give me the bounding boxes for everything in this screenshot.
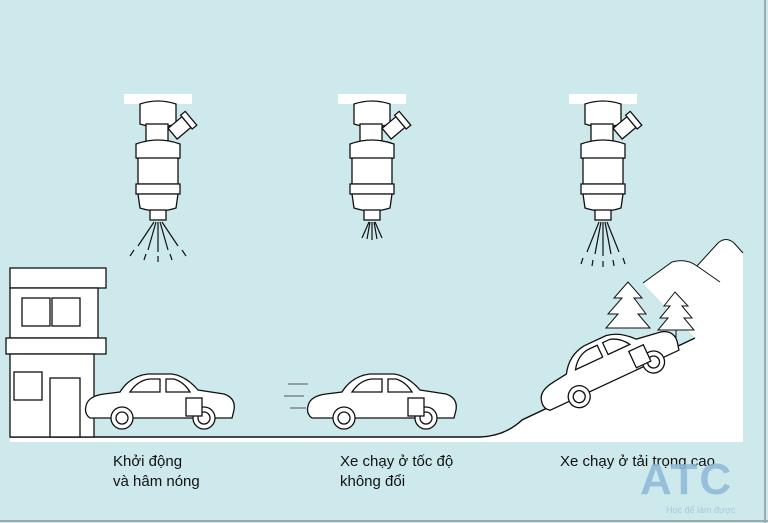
spray-narrow	[361, 221, 383, 240]
caption-line: và hâm nóng	[113, 473, 200, 490]
injector-steady	[337, 93, 412, 240]
logo-mark: ATC	[640, 455, 734, 504]
caption-high-load: Xe chạy ở tải trọng cao	[560, 453, 715, 470]
logo-slogan: Học để làm được	[666, 505, 736, 515]
car-steady	[284, 373, 457, 430]
car-warm-up	[84, 373, 235, 430]
building	[5, 267, 107, 438]
caption-line: Khởi động	[113, 453, 183, 470]
caption-line: Xe chạy ở tốc độ	[340, 453, 454, 470]
caption-warm-up: Khởi động và hâm nóng	[113, 452, 200, 492]
speed-lines	[284, 383, 308, 409]
caption-steady: Xe chạy ở tốc độ không đổi	[340, 452, 453, 492]
ground	[10, 239, 743, 442]
injector-warm-up	[123, 93, 198, 262]
caption-line: không đổi	[340, 473, 406, 490]
injector-high-load	[568, 93, 643, 267]
spray-long	[580, 221, 626, 267]
mountain-outline	[642, 239, 744, 284]
spray-wide	[129, 221, 187, 262]
road-line	[10, 337, 696, 438]
